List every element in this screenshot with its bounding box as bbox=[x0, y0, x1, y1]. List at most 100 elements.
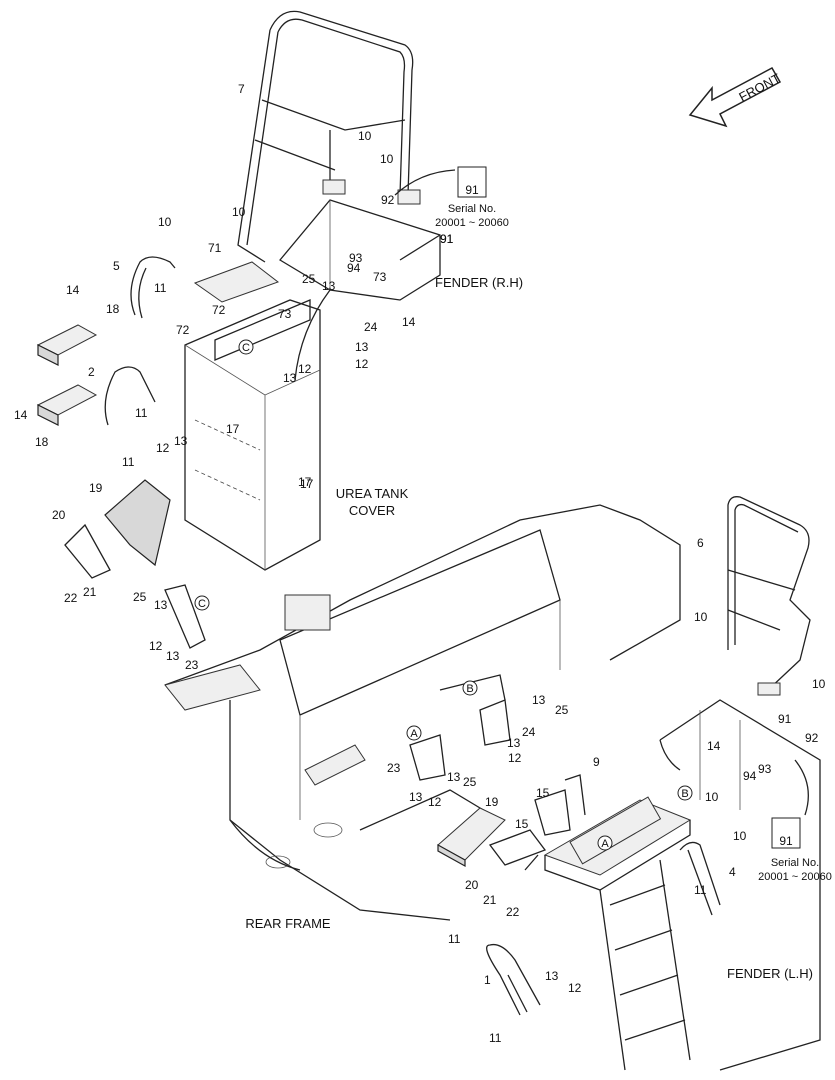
part-number-label: 14 bbox=[66, 283, 80, 297]
part-number-label: 11 bbox=[489, 1031, 502, 1045]
part-number-label: 11 bbox=[694, 883, 707, 897]
part-number-label: 93 bbox=[349, 251, 363, 265]
handrail-rh bbox=[237, 10, 421, 263]
part-number-label: 2 bbox=[88, 365, 95, 379]
part-number-label: 10 bbox=[812, 677, 826, 691]
part-number-label: 15 bbox=[515, 817, 529, 831]
part-number-label: 18 bbox=[35, 435, 49, 449]
part-number-label: 22 bbox=[506, 905, 520, 919]
part-number-label: 17 bbox=[298, 475, 312, 489]
part-number-label: 13 bbox=[532, 693, 546, 707]
ref-b1: B bbox=[462, 680, 478, 696]
step-ladder-lh bbox=[543, 796, 692, 1071]
svg-text:REAR FRAME: REAR FRAME bbox=[245, 916, 331, 931]
plate-19-lower bbox=[437, 807, 547, 871]
part-number-label: 13 bbox=[409, 790, 423, 804]
part-number-label: 10 bbox=[380, 152, 394, 166]
svg-text:A: A bbox=[601, 838, 609, 850]
part-number-label: 15 bbox=[536, 786, 550, 800]
part-number-label: 13 bbox=[174, 434, 188, 448]
part-number-label: 14 bbox=[14, 408, 28, 422]
part-number-label: 10 bbox=[232, 205, 246, 219]
fender-lh bbox=[659, 699, 821, 1071]
svg-text:FENDER (L.H): FENDER (L.H) bbox=[727, 966, 813, 981]
part-number-label: 25 bbox=[302, 272, 316, 286]
part-number-label: 72 bbox=[212, 303, 226, 317]
part-number-label: 25 bbox=[463, 775, 477, 789]
part-number-label: 91 bbox=[778, 712, 792, 726]
part-number-label: 23 bbox=[387, 761, 401, 775]
part-number-label: 5 bbox=[113, 259, 120, 273]
bracket-19-upper bbox=[104, 479, 171, 567]
step-18-upper bbox=[36, 324, 98, 366]
part-number-label: 9 bbox=[593, 755, 600, 769]
part-number-label: 10 bbox=[358, 129, 372, 143]
part-number-label: 73 bbox=[373, 270, 387, 284]
part-number-label: 1 bbox=[484, 973, 491, 987]
part-number-label: 91 bbox=[440, 232, 454, 246]
part-number-label: 19 bbox=[89, 481, 103, 495]
part-number-label: 12 bbox=[568, 981, 582, 995]
svg-text:91: 91 bbox=[779, 834, 793, 848]
ref-a2: A bbox=[597, 835, 613, 851]
svg-text:B: B bbox=[681, 788, 688, 800]
part-number-label: 72 bbox=[176, 323, 190, 337]
part-number-label: 13 bbox=[447, 770, 461, 784]
part-number-label: 20 bbox=[52, 508, 66, 522]
part-number-label: 11 bbox=[122, 455, 135, 469]
part-number-label: 12 bbox=[156, 441, 170, 455]
part-number-label: 21 bbox=[483, 893, 497, 907]
part-number-label: 12 bbox=[149, 639, 163, 653]
part-number-label: 94 bbox=[347, 261, 361, 275]
part-number-label: 91 bbox=[440, 232, 454, 246]
part-number-label: 21 bbox=[83, 585, 97, 599]
plate-71 bbox=[193, 261, 280, 303]
serial-callout-2: 91 Serial No. 20001 ~ 20060 bbox=[758, 759, 832, 883]
part-number-label: 17 bbox=[300, 477, 314, 491]
part-number-label: 14 bbox=[707, 739, 721, 753]
svg-text:20001 ~ 20060: 20001 ~ 20060 bbox=[435, 217, 509, 229]
part-number-label: 25 bbox=[555, 703, 569, 717]
part-number-label: 73 bbox=[278, 307, 292, 321]
part-number-label: 10 bbox=[694, 610, 708, 624]
front-arrow-icon: FRONT bbox=[688, 66, 783, 128]
part-number-label: 11 bbox=[448, 932, 461, 946]
handrail-lh bbox=[727, 496, 811, 696]
part-number-label: 19 bbox=[485, 795, 499, 809]
svg-text:A: A bbox=[410, 728, 418, 740]
part-number-label: 6 bbox=[697, 536, 704, 550]
part-number-label: 11 bbox=[154, 281, 167, 295]
part-number-label: 13 bbox=[355, 340, 369, 354]
part-number-label: 24 bbox=[522, 725, 536, 739]
fender-rh bbox=[279, 199, 441, 381]
svg-text:20001 ~ 20060: 20001 ~ 20060 bbox=[758, 871, 832, 883]
part-number-label: 94 bbox=[743, 769, 757, 783]
part-number-label: 17 bbox=[226, 422, 240, 436]
part-number-label: 20 bbox=[465, 878, 479, 892]
part-number-label: 14 bbox=[402, 315, 416, 329]
rear-frame bbox=[164, 504, 681, 921]
part-number-label: 12 bbox=[508, 751, 522, 765]
part-number-label: 12 bbox=[298, 362, 312, 376]
svg-text:Serial No.: Serial No. bbox=[771, 857, 819, 869]
ref-b2: B bbox=[677, 785, 693, 801]
handrail-1 bbox=[486, 943, 541, 1016]
part-number-label: 10 bbox=[158, 215, 172, 229]
svg-text:91: 91 bbox=[465, 183, 479, 197]
handrail-5 bbox=[130, 256, 176, 316]
part-number-label: 12 bbox=[355, 357, 369, 371]
part-number-label: 93 bbox=[758, 762, 772, 776]
svg-text:UREA TANK: UREA TANK bbox=[336, 486, 409, 501]
part-number-label: 25 bbox=[133, 590, 147, 604]
part-number-label: 11 bbox=[135, 406, 148, 420]
part-number-label: 13 bbox=[507, 736, 521, 750]
part-number-label: 22 bbox=[64, 591, 78, 605]
ref-c2: C bbox=[194, 595, 210, 611]
part-number-label: 13 bbox=[283, 371, 297, 385]
ref-c1: C bbox=[238, 339, 254, 355]
part-number-label: 13 bbox=[166, 649, 180, 663]
part-number-label: 13 bbox=[545, 969, 559, 983]
part-number-label: 10 bbox=[733, 829, 747, 843]
